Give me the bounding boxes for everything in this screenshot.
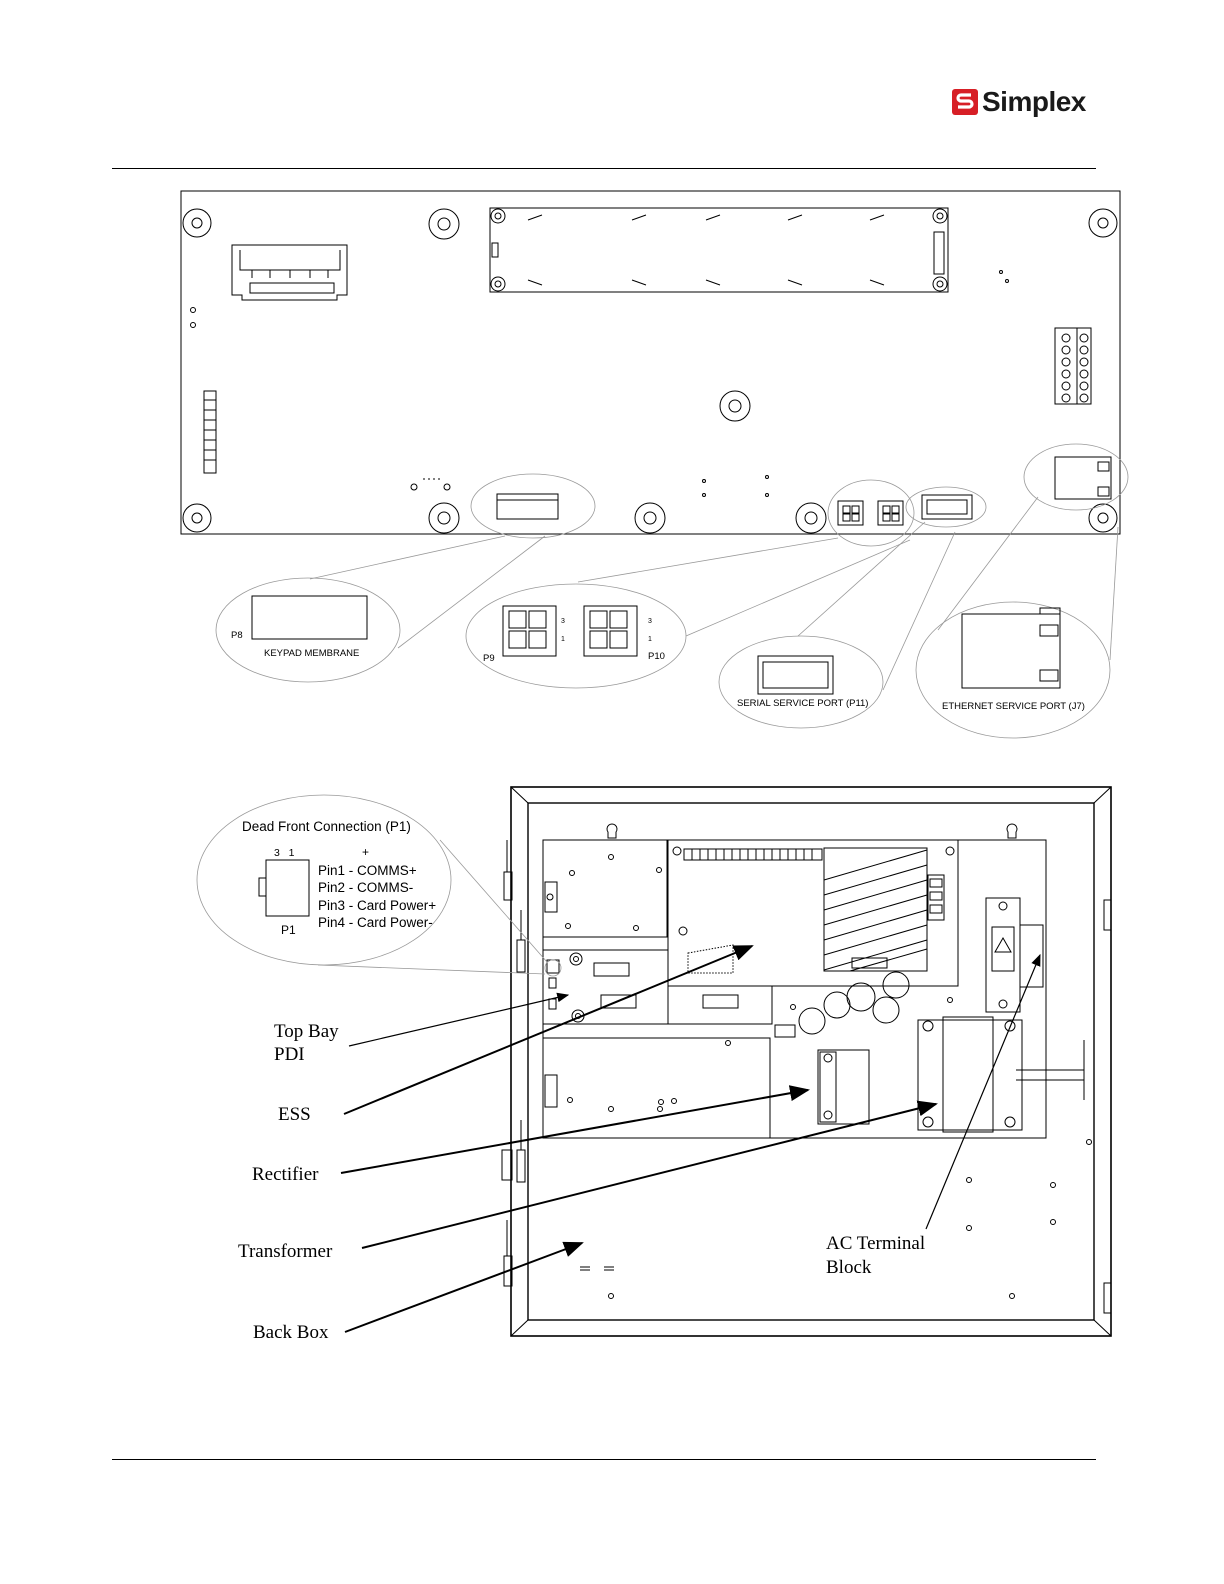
terminal-strip (684, 849, 822, 860)
ribbon-connector (232, 245, 347, 300)
serial-service-port-label: SERIAL SERVICE PORT (P11) (737, 698, 868, 709)
lower-bay-module (543, 1038, 770, 1138)
pdi-board (543, 950, 668, 1024)
dead-front-pin-numbers: 3 1 (274, 847, 295, 859)
p10-pin3-label: 3 (648, 618, 652, 625)
p9-label: P9 (483, 653, 495, 664)
p11-connector (922, 495, 972, 519)
ac-terminal-label-line2: Block (826, 1257, 872, 1278)
pin-header (204, 391, 216, 473)
top-bay-label: Top Bay (274, 1021, 339, 1042)
ethernet-service-port-label: ETHERNET SERVICE PORT (J7) (942, 701, 1085, 712)
transformer-arrow (362, 1104, 936, 1248)
terminal-block (1055, 328, 1091, 404)
dead-front-plus: + (362, 845, 369, 859)
pointer-arrows (341, 946, 1040, 1332)
dead-front-title: Dead Front Connection (P1) (242, 819, 411, 834)
p9-pin3-label: 3 (561, 618, 565, 625)
p9-pin1-label: 1 (561, 636, 565, 643)
dead-front-pin-1: Pin1 - COMMS+ (318, 863, 417, 878)
display-module (490, 208, 948, 292)
p10-pin1-label: 1 (648, 636, 652, 643)
back-box-arrow (345, 1243, 582, 1332)
ac-terminal-block (986, 898, 1020, 1012)
dead-front-pin-3: Pin3 - Card Power+ (318, 898, 436, 913)
back-box-label: Back Box (253, 1322, 329, 1343)
dead-front-pin-2: Pin2 - COMMS- (318, 880, 413, 895)
transformer-label: Transformer (238, 1241, 333, 1262)
ac-terminal-label: AC Terminal (826, 1233, 925, 1254)
dead-front-pin-4: Pin4 - Card Power- (318, 915, 433, 930)
p10-label: P10 (648, 651, 665, 662)
back-box-outer (511, 787, 1111, 1336)
p8-label: P8 (231, 630, 243, 641)
rectifier-label: Rectifier (252, 1164, 319, 1185)
control-board-outline (181, 191, 1120, 534)
rectifier-arrow (341, 1090, 808, 1173)
ess-arrow (344, 946, 752, 1114)
p1-connector (266, 860, 309, 916)
keypad-callout-connector (252, 596, 367, 639)
top-bay-arrow (349, 995, 568, 1046)
back-box-inner (528, 803, 1094, 1320)
ess-label: ESS (278, 1104, 311, 1125)
p1-connector-label: P1 (281, 923, 296, 937)
mounting-hole-icon (183, 209, 1117, 533)
pdi-label: PDI (274, 1044, 305, 1065)
ess-board (668, 840, 958, 986)
keypad-membrane-label: KEYPAD MEMBRANE (264, 648, 359, 659)
j7-connector (1055, 457, 1111, 499)
p8-connector (497, 494, 558, 519)
top-bay-module (543, 840, 667, 937)
